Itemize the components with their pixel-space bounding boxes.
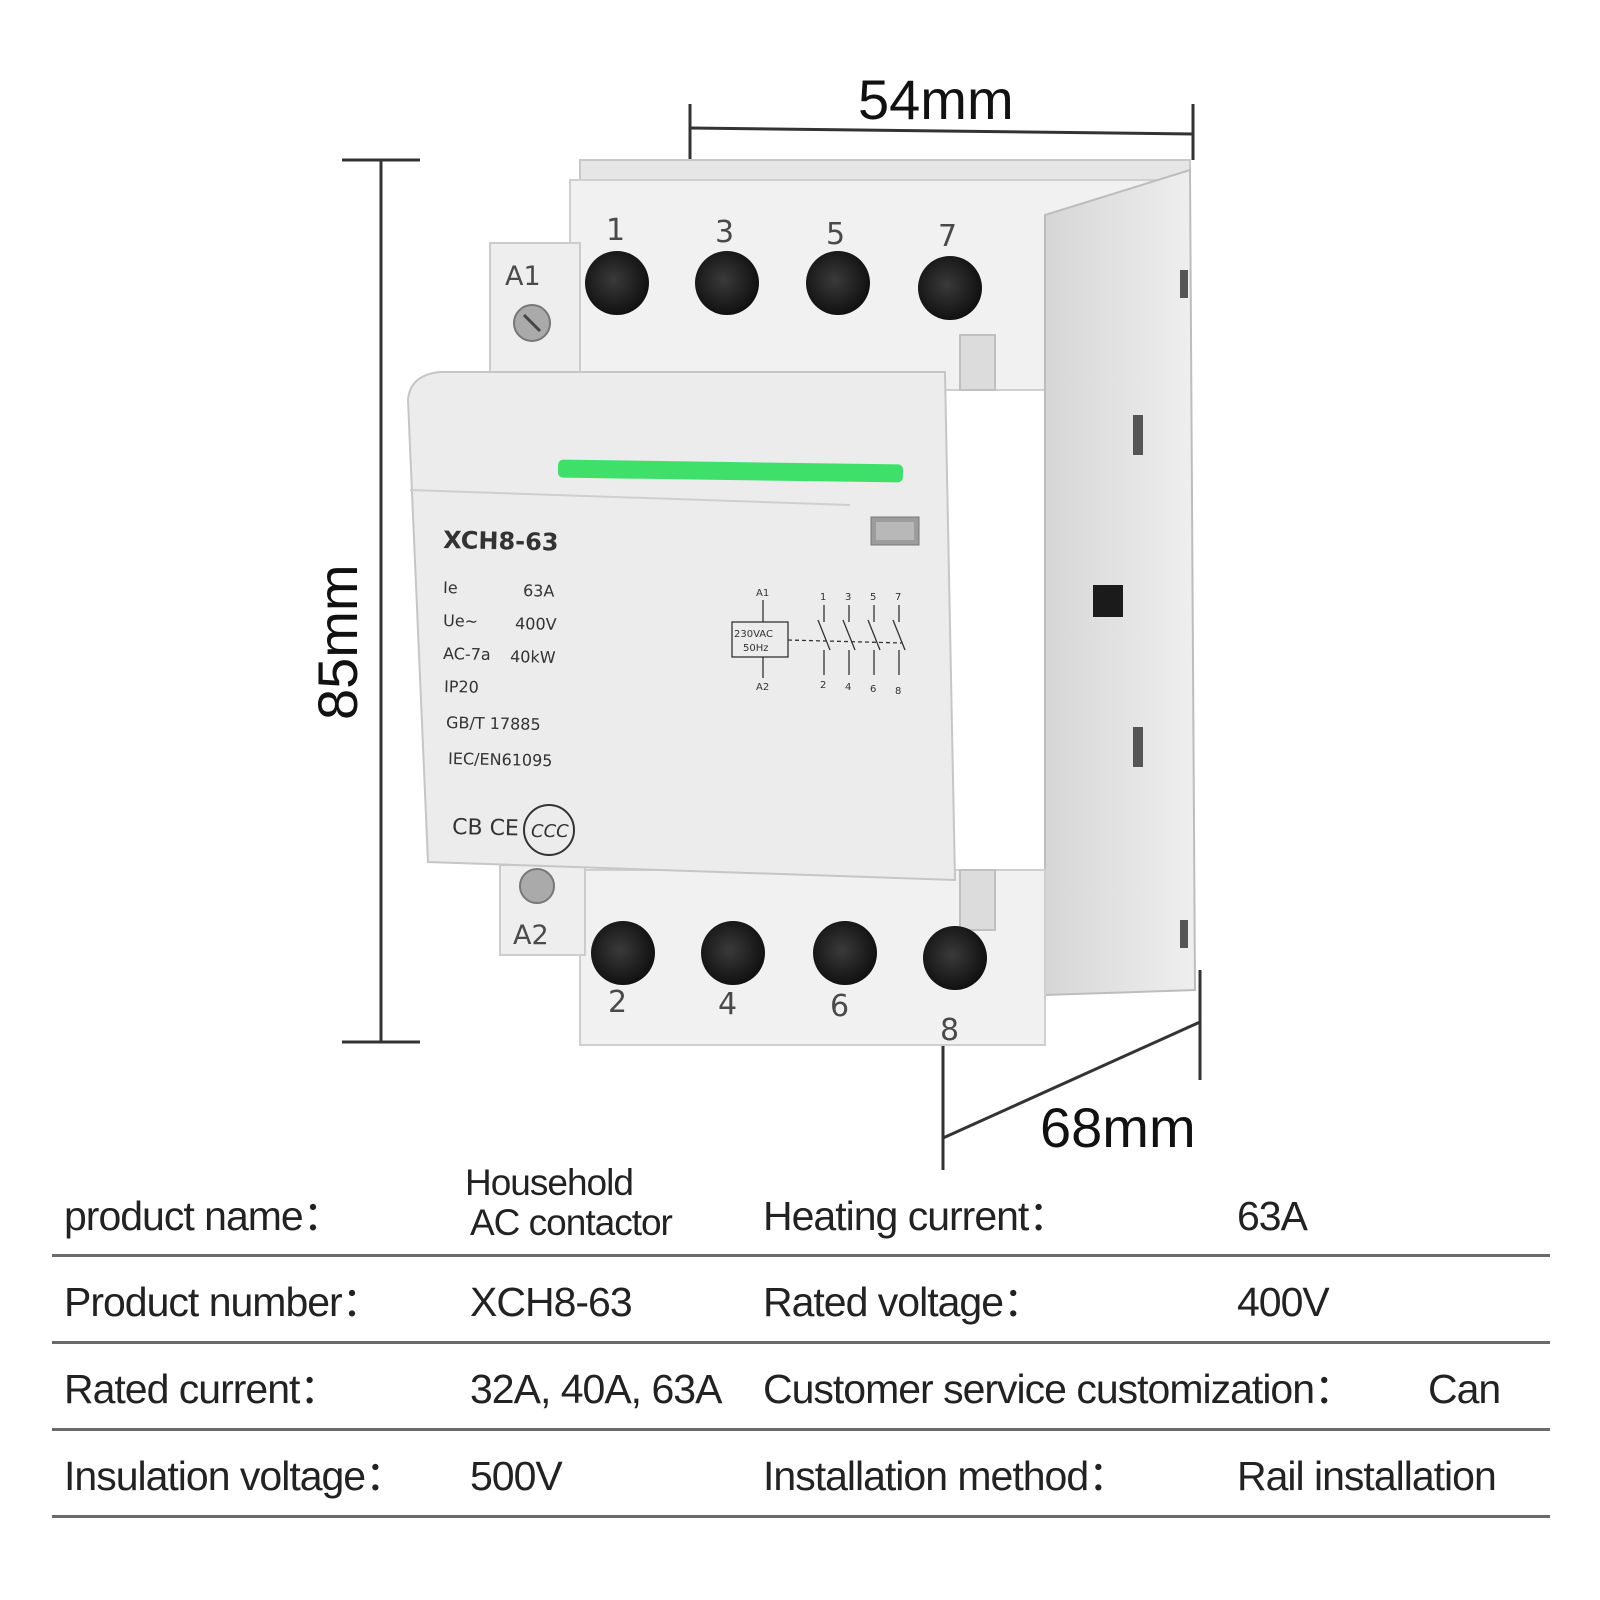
terminal-label-1: 1 <box>606 213 625 248</box>
cert-marks: CB CE <box>452 815 519 841</box>
depth-dimension-label: 68mm <box>1040 1096 1196 1159</box>
schematic-contact-5: 5 <box>870 592 876 603</box>
schematic-coil-freq: 50Hz <box>743 643 769 654</box>
width-dimension-label: 54mm <box>858 68 1014 131</box>
contactor-illustration: 1 3 5 7 2 4 6 8 A1 A2 XCH8-63 Ie 63A Ue~… <box>342 104 1202 1170</box>
height-dimension-label: 85mm <box>306 564 369 720</box>
terminal-labels: 1 3 5 7 2 4 6 8 A1 A2 <box>505 213 959 1048</box>
ccc-mark-icon <box>523 804 575 856</box>
spec-label-ie: Ie <box>443 578 458 597</box>
spec-value-ac7a: 40kW <box>510 647 556 667</box>
terminal-label-6: 6 <box>830 989 849 1024</box>
terminal-label-8: 8 <box>940 1013 959 1048</box>
spec-value-heating-current: 63A <box>1237 1193 1308 1239</box>
schematic-contact-6: 6 <box>870 684 876 695</box>
ccc-mark-text: CCC <box>531 821 569 842</box>
wiring-schematic-text: 230VAC 50Hz A1 A2 1 3 5 7 2 4 6 8 <box>734 588 901 697</box>
spec-label-installation-method: Installation method： <box>763 1453 1129 1499</box>
terminal-label-a1: A1 <box>505 261 541 292</box>
terminal-hole-4 <box>701 921 765 985</box>
terminal-hole-3 <box>695 251 759 315</box>
standard-iec: IEC/EN61095 <box>448 749 553 770</box>
terminal-label-3: 3 <box>715 215 734 250</box>
schematic-contact-1: 1 <box>820 592 826 603</box>
terminal-label-4: 4 <box>718 987 737 1022</box>
schematic-contact-3: 3 <box>845 592 851 603</box>
status-indicator-bar <box>557 459 904 483</box>
spec-value-product-name-line1: Household <box>465 1162 634 1203</box>
terminal-hole-5 <box>806 251 870 315</box>
terminal-hole-2 <box>591 921 655 985</box>
schematic-contact-4: 4 <box>845 682 851 693</box>
spec-label-ue: Ue~ <box>443 611 478 631</box>
spec-value-rated-voltage: 400V <box>1237 1279 1330 1325</box>
terminal-hole-6 <box>813 921 877 985</box>
spec-value-ue: 400V <box>515 614 557 634</box>
spec-label-heating-current: Heating current： <box>763 1193 1069 1239</box>
schematic-coil-voltage: 230VAC <box>734 629 773 640</box>
front-cover <box>406 371 957 882</box>
spec-row-insulation-voltage: Insulation voltage： 500V Installation me… <box>52 1431 1550 1518</box>
spec-value-ie: 63A <box>523 581 555 601</box>
ip-rating: IP20 <box>444 677 479 697</box>
schematic-contact-7: 7 <box>895 592 901 603</box>
spec-table: product name： Household AC contactor Hea… <box>52 1164 1550 1518</box>
spec-label-ac7a: AC-7a <box>443 644 491 664</box>
spec-label-product-name: product name： <box>64 1193 344 1239</box>
spec-value-insulation-voltage: 500V <box>470 1453 563 1499</box>
terminal-label-7: 7 <box>938 219 957 254</box>
bottom-terminals <box>519 868 987 990</box>
spec-value-product-name-line2: AC contactor <box>470 1202 673 1243</box>
spec-value-installation-method: Rail installation <box>1237 1453 1497 1499</box>
schematic-a1: A1 <box>756 588 769 599</box>
spec-label-insulation-voltage: Insulation voltage： <box>64 1453 406 1499</box>
spec-row-rated-current: Rated current： 32A, 40A, 63A Customer se… <box>52 1344 1550 1431</box>
spec-label-customization: Customer service customization： <box>763 1366 1355 1412</box>
terminal-label-a2: A2 <box>513 920 549 951</box>
terminal-hole-7 <box>918 256 982 320</box>
side-profile <box>1044 168 1197 997</box>
terminal-hole-8 <box>923 926 987 990</box>
spec-label-rated-current: Rated current： <box>64 1366 340 1412</box>
front-label: XCH8-63 Ie 63A Ue~ 400V AC-7a 40kW IP20 … <box>443 526 575 856</box>
wiring-schematic <box>731 600 906 678</box>
terminal-hole-1 <box>585 251 649 315</box>
terminal-label-5: 5 <box>826 217 845 252</box>
spec-value-customization: Can <box>1428 1366 1501 1412</box>
coil-screw-a2 <box>519 868 555 904</box>
schematic-contact-8: 8 <box>895 686 901 697</box>
schematic-contact-2: 2 <box>820 680 826 691</box>
top-terminals <box>513 251 982 342</box>
spec-value-product-number: XCH8-63 <box>470 1279 633 1325</box>
terminal-label-2: 2 <box>608 985 627 1020</box>
spec-value-rated-current: 32A, 40A, 63A <box>470 1366 722 1412</box>
spec-label-rated-voltage: Rated voltage： <box>763 1279 1044 1325</box>
schematic-a2: A2 <box>756 682 769 693</box>
standard-gbt: GB/T 17885 <box>446 713 541 734</box>
spec-row-product-number: Product number： XCH8-63 Rated voltage： 4… <box>52 1257 1550 1344</box>
spec-row-product-name: product name： Household AC contactor Hea… <box>52 1164 1550 1257</box>
spec-label-product-number: Product number： <box>64 1279 383 1325</box>
model-number: XCH8-63 <box>443 526 559 556</box>
